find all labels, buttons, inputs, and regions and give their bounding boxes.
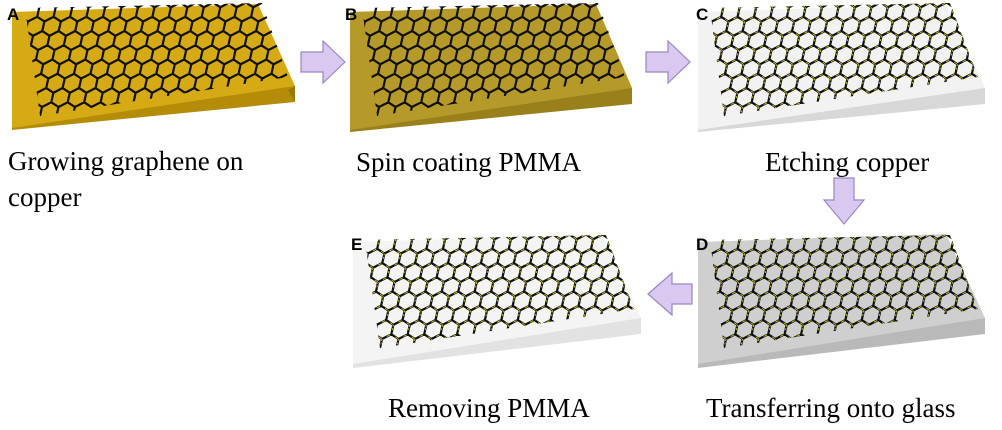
panel-A-caption-line-1: Growing graphene on bbox=[8, 146, 244, 176]
panel-A-substrate-side bbox=[288, 86, 295, 102]
panel-A: A Growing graphene on copper bbox=[7, 3, 295, 212]
panel-E: E Removing PMMA bbox=[351, 234, 641, 423]
arrow-B-to-C bbox=[645, 39, 691, 85]
panel-C-caption: Etching copper bbox=[765, 147, 929, 177]
panel-B: B Spin coating PMMA bbox=[345, 3, 632, 177]
arrow-A-to-B bbox=[300, 39, 346, 85]
panel-A-caption-line-2: copper bbox=[8, 182, 81, 212]
panel-D-caption: Transferring onto glass bbox=[706, 393, 956, 423]
panel-C: C Etching copper bbox=[696, 3, 985, 177]
panel-A-letter: A bbox=[7, 5, 19, 24]
panel-B-caption: Spin coating PMMA bbox=[356, 147, 582, 177]
panel-C-letter: C bbox=[696, 5, 708, 24]
panel-E-caption: Removing PMMA bbox=[388, 393, 590, 423]
arrow-C-to-D bbox=[822, 177, 866, 225]
panel-D: D Transferring onto glass bbox=[696, 234, 985, 423]
panel-E-letter: E bbox=[351, 235, 362, 254]
panel-D-letter: D bbox=[696, 235, 708, 254]
arrow-D-to-E bbox=[647, 271, 693, 317]
panel-B-letter: B bbox=[345, 5, 357, 24]
